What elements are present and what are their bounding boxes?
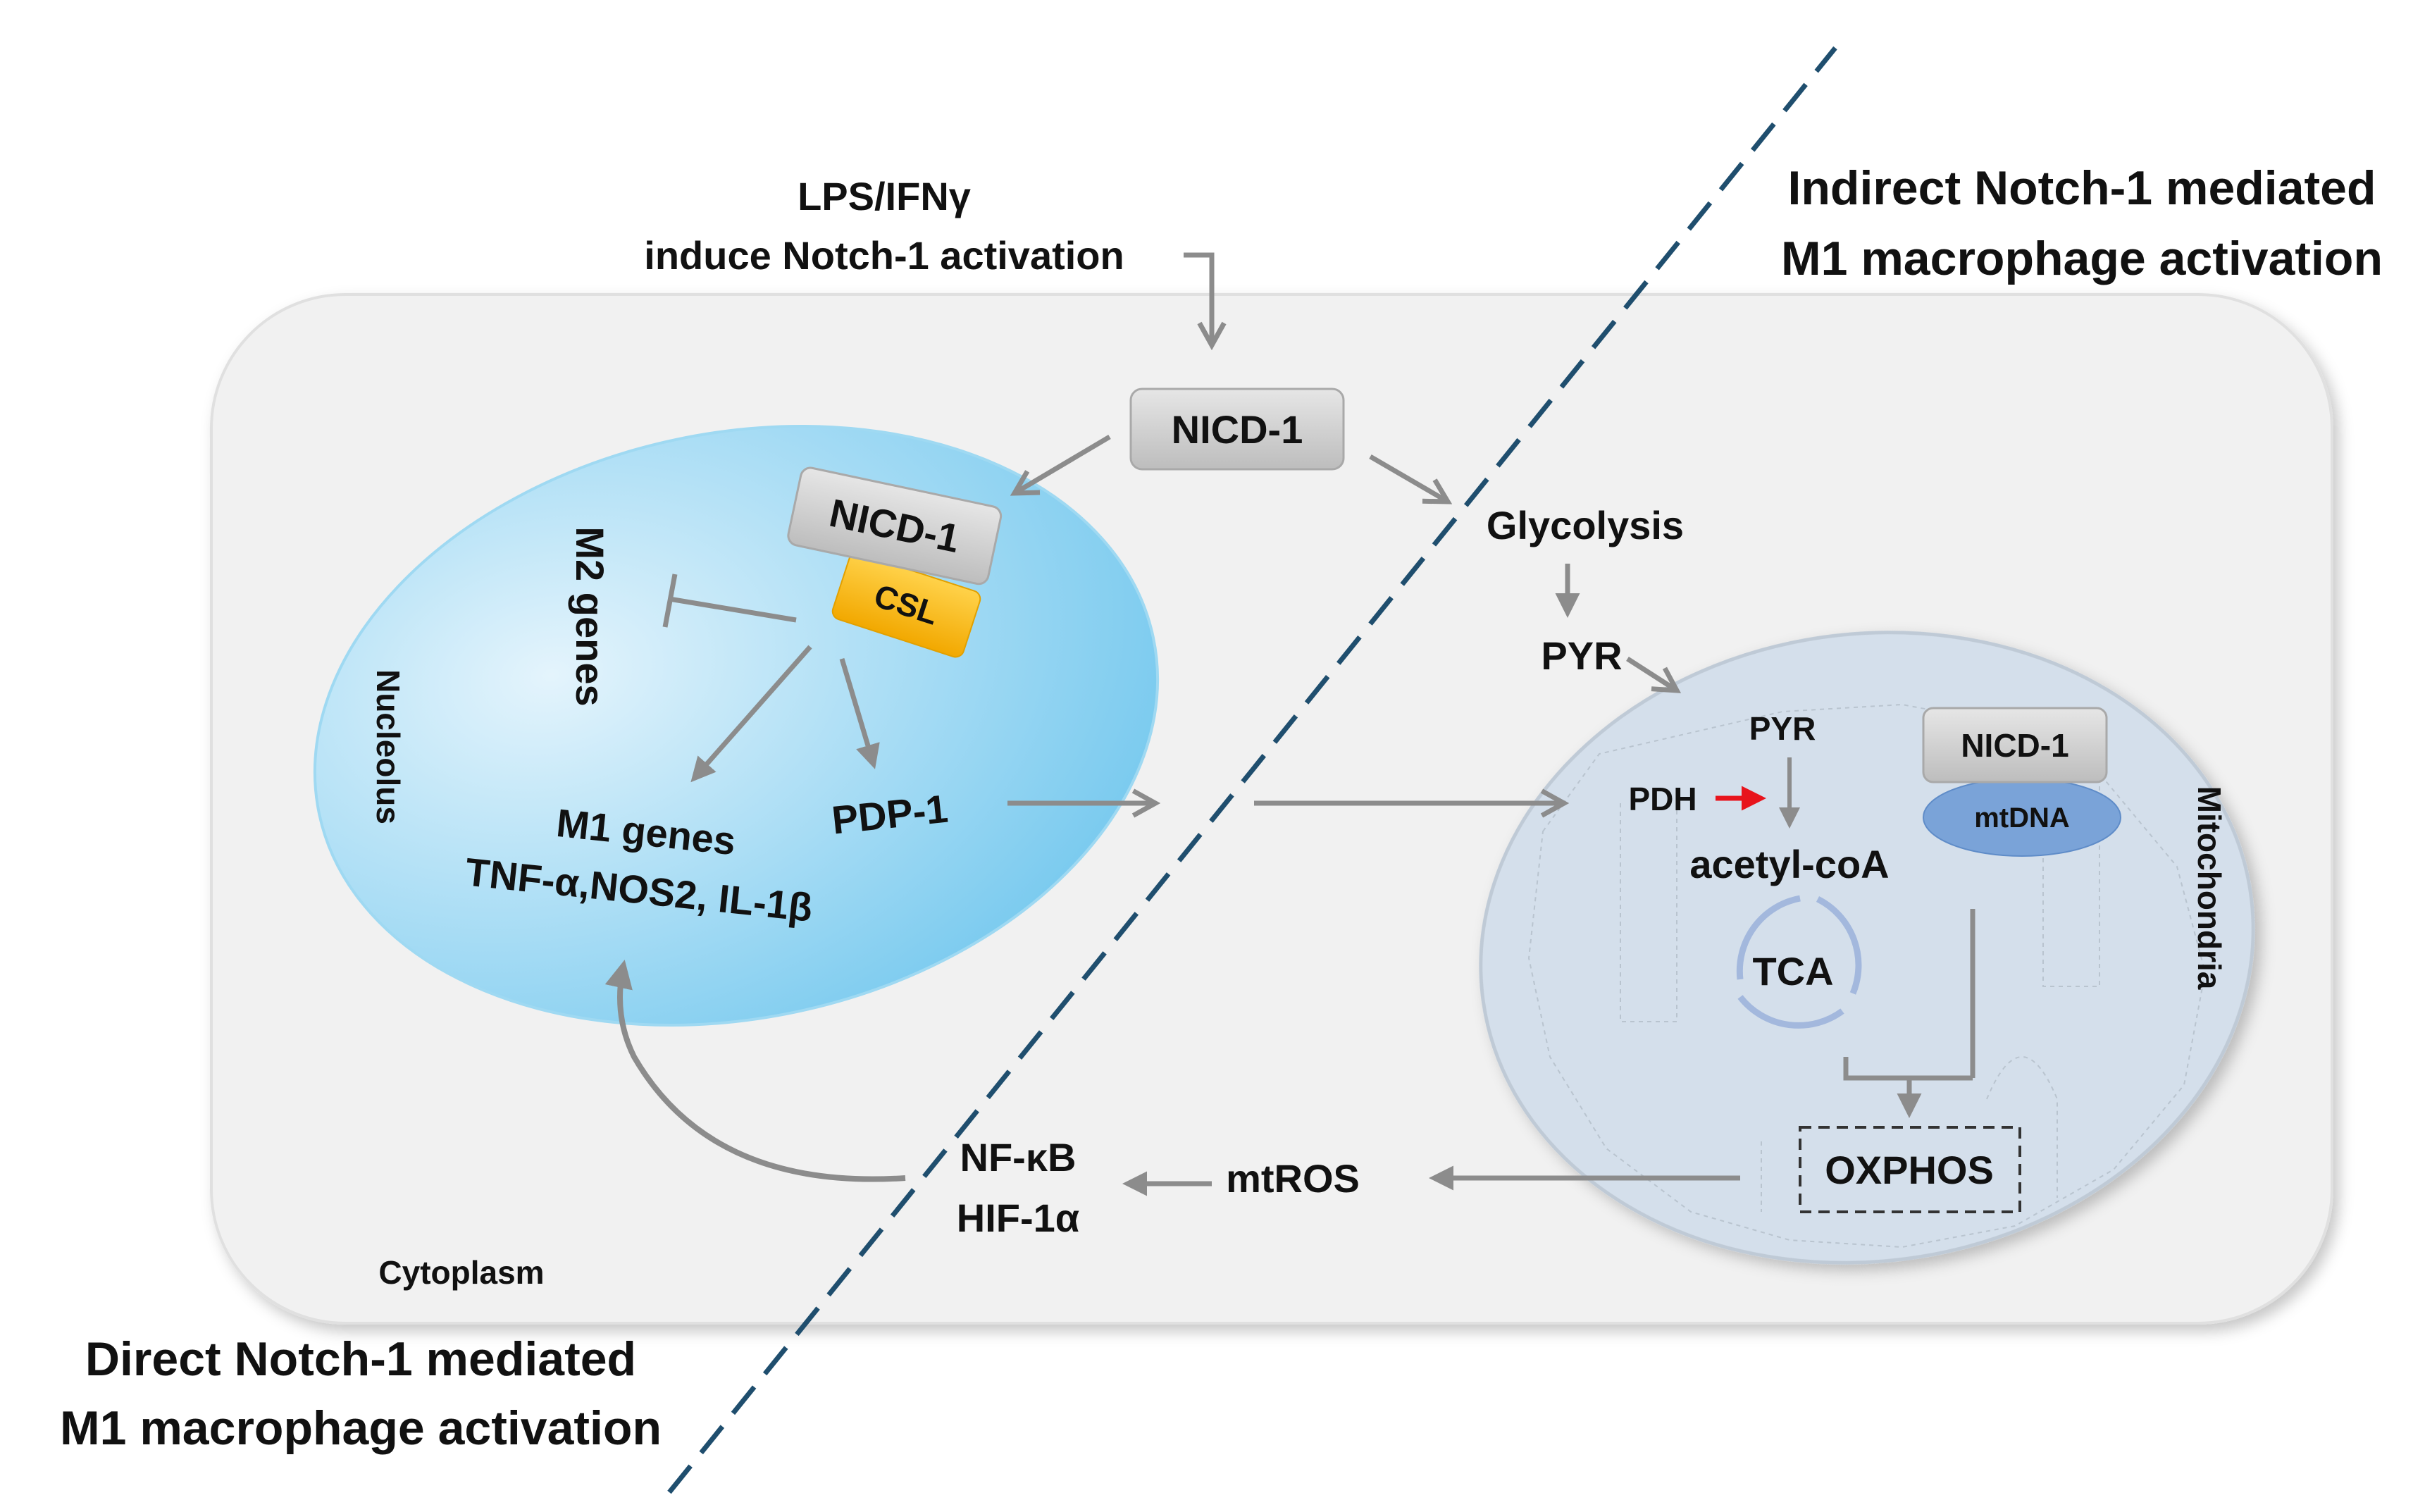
divider-line [667, 46, 1837, 1494]
csl-complex: CSL [831, 552, 981, 658]
pyr-to-mitochondria-arrow [1626, 657, 1677, 690]
pdh-label: PDH [1628, 781, 1696, 817]
nicd1-mito-box: NICD-1 [1922, 707, 2108, 783]
feedback-arrow [604, 960, 906, 1182]
indirect-title-line1: Indirect Notch-1 mediated [1787, 161, 2376, 215]
stimulus-arrow [1184, 252, 1212, 345]
oxphos-box: OXPHOS [1799, 1126, 2021, 1213]
nicd1-nucleus-box: NICD-1 [787, 466, 1003, 585]
stimulus-line1: LPS/IFNγ [798, 174, 971, 218]
direct-title-line2: M1 macrophage activation [60, 1401, 662, 1455]
mtros-label: mtROS [1226, 1156, 1360, 1201]
cytoplasm-label: Cytoplasm [378, 1254, 544, 1291]
svg-text:NICD-1: NICD-1 [1172, 407, 1303, 452]
pyr-cytoplasm-label: PYR [1541, 633, 1622, 678]
m2-genes-label: M2 genes [568, 526, 612, 706]
tca-to-oxphos-line [1843, 1057, 1973, 1081]
indirect-title-line2: M1 macrophage activation [1781, 232, 2383, 285]
hif-label: HIF-1α [957, 1196, 1079, 1240]
glycolysis-label: Glycolysis [1487, 503, 1684, 547]
stimulus-line2: induce Notch-1 activation [644, 233, 1124, 278]
nicd1-cytoplasm-box: NICD-1 [1129, 388, 1345, 471]
direct-title-line1: Direct Notch-1 mediated [85, 1332, 636, 1386]
mtdna-label: mtDNA [1974, 803, 2070, 834]
svg-text:OXPHOS: OXPHOS [1825, 1148, 1994, 1192]
tca-cycle: TCA [1736, 895, 1862, 1029]
cristae-folds [1620, 740, 2100, 1212]
svg-text:NICD-1: NICD-1 [1961, 727, 2068, 764]
nicd-to-nucleus-arrow [1015, 434, 1111, 493]
nfkb-label: NF-κB [960, 1135, 1077, 1179]
csl-to-m1-arrow [690, 645, 812, 783]
pyr-mito-label: PYR [1749, 710, 1816, 747]
acetyl-coa-label: acetyl-coA [1689, 842, 1889, 886]
mitochondria-label: Mitochondria [2191, 786, 2228, 990]
csl-box [831, 552, 981, 658]
m2-inhibition-arrow [662, 574, 797, 628]
nicd-to-glycolysis-arrow [1369, 454, 1448, 502]
tca-label: TCA [1752, 949, 1833, 993]
csl-to-pdp1-arrow [839, 657, 880, 769]
nucleolus-label: Nucleolus [370, 669, 407, 824]
